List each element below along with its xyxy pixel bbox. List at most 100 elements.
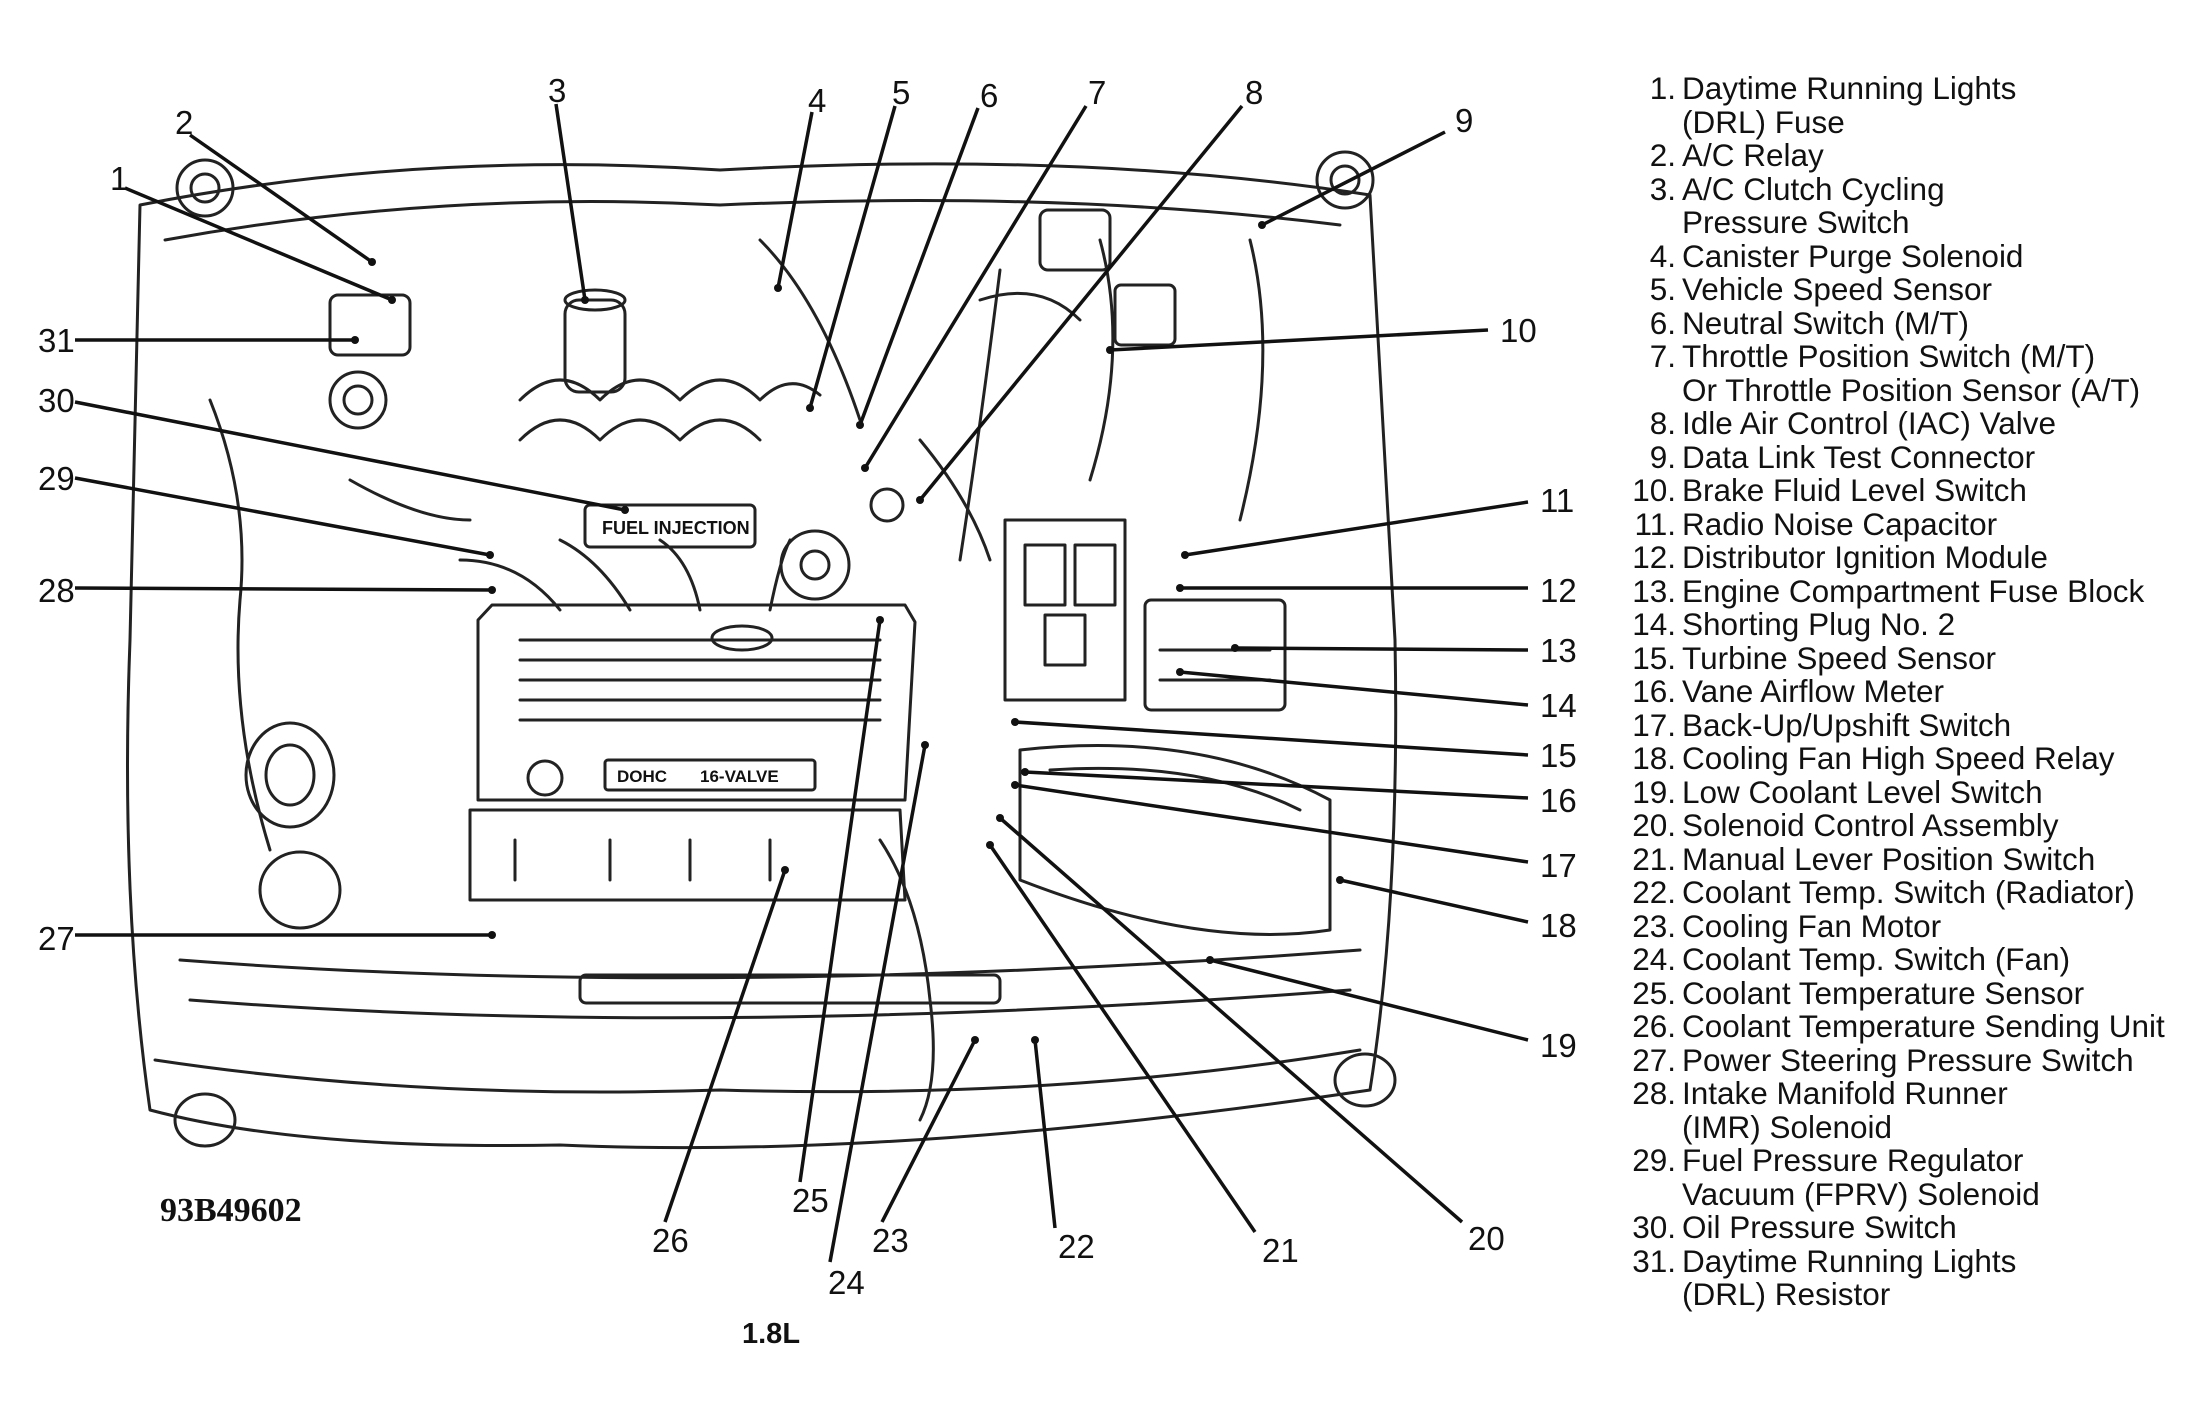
legend-item: 8.Idle Air Control (IAC) Valve bbox=[1600, 405, 2190, 441]
legend-item-number: 13. bbox=[1632, 572, 1676, 609]
callout-leader-28 bbox=[74, 586, 493, 592]
callout-target-28 bbox=[488, 586, 496, 594]
legend-item-number: 7. bbox=[1649, 338, 1676, 374]
callout-leader-15 bbox=[1014, 720, 1529, 757]
callout-leader-11 bbox=[1184, 500, 1529, 557]
callout-leader-6 bbox=[858, 107, 980, 426]
callout-leader-22 bbox=[1033, 1039, 1057, 1229]
callout-target-6 bbox=[856, 421, 864, 429]
callout-target-5 bbox=[806, 404, 814, 412]
callout-target-23 bbox=[971, 1036, 979, 1044]
callout-number-26: 26 bbox=[652, 1222, 689, 1259]
legend-item: 9.Data Link Test Connector bbox=[1600, 438, 2190, 475]
callout-number-2: 2 bbox=[175, 104, 193, 141]
callout-number-12: 12 bbox=[1540, 572, 1577, 609]
legend-item-number: 27. bbox=[1632, 1041, 1676, 1078]
legend-item: 31.Daytime Running Lights (DRL) Resistor bbox=[1600, 1244, 2190, 1312]
legend-item-text: Neutral Switch (M/T) bbox=[1682, 304, 1970, 341]
legend-item-text: Shorting Plug No. 2 bbox=[1682, 606, 1956, 642]
callout-target-21 bbox=[986, 841, 994, 849]
callout-target-11 bbox=[1181, 551, 1189, 559]
legend-item-number: 4. bbox=[1649, 237, 1676, 274]
legend-item: 12.Distributor Ignition Module bbox=[1600, 539, 2190, 575]
legend-item-number: 3. bbox=[1649, 170, 1676, 207]
legend-item: 5.Vehicle Speed Sensor bbox=[1600, 271, 2190, 307]
callout-target-17 bbox=[1011, 781, 1019, 789]
legend-item-number: 6. bbox=[1649, 304, 1676, 341]
legend-item: 1.Daytime Running Lights (DRL) Fuse bbox=[1600, 71, 2190, 139]
legend-item-number: 18. bbox=[1632, 740, 1676, 776]
callout-target-20 bbox=[996, 814, 1004, 822]
callout-leader-24 bbox=[828, 744, 927, 1263]
callout-target-27 bbox=[488, 931, 496, 939]
legend-item-number: 5. bbox=[1649, 271, 1676, 307]
legend-item-number: 24. bbox=[1632, 941, 1676, 977]
callout-target-10 bbox=[1106, 346, 1114, 354]
legend-item: 29.Fuel Pressure Regulator Vacuum (FPRV)… bbox=[1600, 1143, 2190, 1211]
callout-target-30 bbox=[621, 506, 629, 514]
legend-item-text: Distributor Ignition Module bbox=[1682, 539, 2048, 575]
callout-number-8: 8 bbox=[1245, 74, 1263, 111]
legend-item-text: Power Steering Pressure Switch bbox=[1682, 1041, 2134, 1078]
legend-item: 19.Low Coolant Level Switch bbox=[1600, 773, 2190, 810]
callout-number-16: 16 bbox=[1540, 782, 1577, 819]
legend-item-number: 15. bbox=[1632, 639, 1676, 676]
callout-leader-13 bbox=[1234, 646, 1529, 652]
callout-number-22: 22 bbox=[1058, 1228, 1095, 1265]
legend-item-text: Manual Lever Position Switch bbox=[1682, 840, 2096, 877]
callout-number-14: 14 bbox=[1540, 687, 1577, 724]
legend-item-text: Cooling Fan Motor bbox=[1682, 907, 1942, 944]
callout-number-25: 25 bbox=[792, 1182, 829, 1219]
legend-item-number: 9. bbox=[1649, 438, 1676, 475]
callout-leader-30 bbox=[74, 400, 626, 512]
callout-target-31 bbox=[351, 336, 359, 344]
callout-target-19 bbox=[1206, 956, 1214, 964]
callout-target-25 bbox=[876, 616, 884, 624]
callout-number-6: 6 bbox=[980, 77, 998, 114]
legend-item-text: Radio Noise Capacitor bbox=[1682, 505, 1998, 542]
callout-number-4: 4 bbox=[808, 82, 826, 119]
callout-leader-7 bbox=[863, 105, 1088, 469]
legend-item: 28.Intake Manifold Runner (IMR) Solenoid bbox=[1600, 1076, 2190, 1144]
legend-item-number: 11. bbox=[1634, 505, 1676, 542]
callout-target-22 bbox=[1031, 1036, 1039, 1044]
callout-leader-16 bbox=[1024, 770, 1529, 800]
callout-target-18 bbox=[1336, 876, 1344, 884]
legend-item: 14.Shorting Plug No. 2 bbox=[1600, 606, 2190, 642]
callout-target-16 bbox=[1021, 768, 1029, 776]
callout-leader-18 bbox=[1339, 878, 1529, 924]
legend-item: 6.Neutral Switch (M/T) bbox=[1600, 304, 2190, 341]
legend-item: 23.Cooling Fan Motor bbox=[1600, 907, 2190, 944]
callout-leader-2 bbox=[188, 133, 374, 264]
callout-number-28: 28 bbox=[38, 572, 75, 609]
callout-number-27: 27 bbox=[38, 920, 75, 957]
legend-item-text: Idle Air Control (IAC) Valve bbox=[1682, 405, 2057, 441]
legend-item-text: Coolant Temp. Switch (Radiator) bbox=[1682, 874, 2135, 910]
callout-number-21: 21 bbox=[1262, 1232, 1299, 1269]
callout-number-17: 17 bbox=[1540, 847, 1577, 884]
callout-number-23: 23 bbox=[872, 1222, 909, 1259]
legend-item-text: Coolant Temperature Sensor bbox=[1682, 974, 2085, 1011]
legend-item-text: Cooling Fan High Speed Relay bbox=[1682, 740, 2115, 776]
callout-leader-23 bbox=[880, 1039, 977, 1223]
callout-number-1: 1 bbox=[110, 160, 128, 197]
callout-leader-8 bbox=[918, 104, 1244, 502]
legend-item: 10.Brake Fluid Level Switch bbox=[1600, 473, 2190, 508]
callout-leader-26 bbox=[663, 869, 787, 1223]
legend-item-text: Vehicle Speed Sensor bbox=[1682, 271, 1992, 307]
legend-item: 4.Canister Purge Solenoid bbox=[1600, 237, 2190, 274]
legend-item-number: 14. bbox=[1632, 606, 1676, 642]
callout-target-14 bbox=[1176, 668, 1184, 676]
callout-leader-25 bbox=[798, 619, 882, 1183]
legend-item-text: Vane Airflow Meter bbox=[1682, 673, 1945, 709]
legend-item-number: 2. bbox=[1649, 137, 1676, 173]
legend-item: 20.Solenoid Control Assembly bbox=[1600, 808, 2190, 843]
callout-leader-5 bbox=[808, 105, 897, 409]
legend-item: 24.Coolant Temp. Switch (Fan) bbox=[1600, 941, 2190, 977]
callout-target-12 bbox=[1176, 584, 1184, 592]
legend-item-number: 19. bbox=[1632, 773, 1676, 810]
